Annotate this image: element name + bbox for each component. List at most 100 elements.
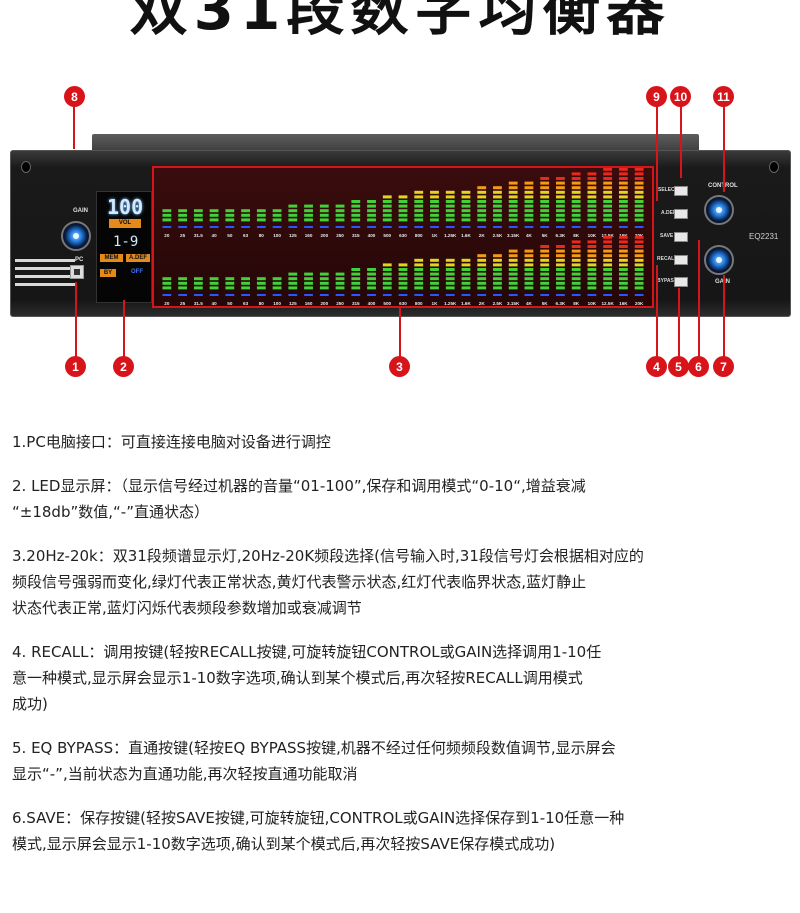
bypass-button[interactable]	[674, 277, 688, 287]
spectrum-led-segment	[603, 263, 613, 267]
frequency-tick-label: 315	[352, 301, 360, 306]
spectrum-led-segment	[634, 195, 644, 199]
spectrum-led-segment	[634, 190, 644, 194]
recall-button[interactable]	[674, 255, 688, 265]
spectrum-led-segment	[414, 281, 424, 285]
led-display: 100 VOL 1-9 MEM A.DEF BY OFF	[96, 191, 152, 303]
spectrum-led-segment	[556, 249, 565, 253]
spectrum-led-segment	[382, 272, 392, 276]
spectrum-led-segment	[351, 277, 361, 281]
marker-10: 10	[670, 86, 691, 107]
spectrum-led-segment	[414, 268, 424, 271]
spectrum-led-segment	[603, 268, 613, 271]
spectrum-led-segment	[587, 263, 597, 267]
description-line: 频段信号强弱而变化,绿灯代表正常状态,黄灯代表警示状态,红灯代表临界状态,蓝灯静…	[12, 573, 587, 591]
frequency-tick-label: 63	[243, 233, 249, 238]
spectrum-led-segment	[477, 286, 487, 290]
frequency-tick-label: 4K	[526, 301, 533, 306]
spectrum-led-segment	[556, 254, 565, 258]
spectrum-led-segment	[445, 195, 455, 199]
spectrum-led-segment	[493, 186, 502, 190]
spectrum-led-segment	[430, 286, 439, 290]
spectrum-led-segment	[193, 209, 203, 213]
spectrum-led-segment	[508, 200, 518, 203]
blue-indicator	[162, 294, 172, 296]
frequency-tick-label: 100	[273, 301, 281, 306]
spectrum-led-segment	[430, 200, 439, 203]
save-button[interactable]	[674, 232, 688, 242]
marker-9: 9	[646, 86, 667, 107]
frequency-tick-label: 12.5K	[602, 233, 615, 238]
spectrum-led-segment	[351, 272, 361, 276]
frequency-tick-label: 25	[180, 233, 186, 238]
adef-button[interactable]	[674, 209, 688, 219]
spectrum-led-segment	[209, 286, 219, 290]
spectrum-led-segment	[508, 190, 518, 194]
spectrum-led-segment	[398, 281, 408, 285]
spectrum-led-segment	[304, 218, 313, 222]
description-line: 3.20Hz-20k：双31段频谱显示灯,20Hz-20K频段选择(信号输入时,…	[12, 547, 644, 565]
blue-indicator	[634, 226, 644, 228]
blue-indicator	[556, 294, 565, 296]
usb-port-icon[interactable]	[70, 265, 84, 279]
spectrum-led-segment	[398, 286, 408, 290]
spectrum-led-segment	[351, 281, 361, 285]
spectrum-led-segment	[540, 200, 550, 203]
spectrum-led-segment	[430, 190, 439, 194]
spectrum-led-segment	[414, 218, 424, 222]
spectrum-led-segment	[540, 272, 550, 276]
spectrum-led-segment	[477, 272, 487, 276]
spectrum-led-segment	[524, 190, 534, 194]
spectrum-led-segment	[634, 249, 644, 253]
blue-indicator	[524, 226, 534, 228]
spectrum-led-segment	[634, 213, 644, 217]
spectrum-led-segment	[445, 281, 455, 285]
blue-indicator	[272, 294, 282, 296]
spectrum-led-segment	[540, 177, 550, 180]
spectrum-led-segment	[508, 249, 518, 253]
spectrum-led-segment	[256, 281, 266, 285]
spectrum-led-segment	[398, 268, 408, 271]
frequency-tick-label: 50	[227, 233, 233, 238]
blue-indicator	[272, 226, 282, 228]
gain-knob-left[interactable]	[61, 221, 91, 251]
spectrum-led-segment	[304, 204, 313, 208]
spectrum-led-segment	[193, 286, 203, 290]
spectrum-led-segment	[335, 272, 345, 276]
leader-line-6	[698, 240, 700, 358]
frequency-tick-label: 10K	[588, 301, 597, 306]
spectrum-led-segment	[445, 218, 455, 222]
gain-knob-right[interactable]	[704, 245, 734, 275]
spectrum-led-segment	[571, 268, 581, 271]
spectrum-led-segment	[618, 190, 628, 194]
control-knob[interactable]	[704, 195, 734, 225]
spectrum-led-segment	[618, 168, 628, 171]
spectrum-led-segment	[414, 190, 424, 194]
spectrum-led-segment	[477, 258, 487, 262]
frequency-tick-label: 40	[212, 301, 218, 306]
spectrum-led-segment	[634, 277, 644, 281]
spectrum-led-segment	[618, 254, 628, 258]
marker-6: 6	[688, 356, 709, 377]
spectrum-led-segment	[367, 281, 376, 285]
spectrum-led-segment	[556, 268, 565, 271]
spectrum-led-segment	[414, 213, 424, 217]
spectrum-led-segment	[603, 254, 613, 258]
spectrum-led-segment	[603, 204, 613, 208]
spectrum-led-segment	[382, 209, 392, 213]
spectrum-led-segment	[587, 281, 597, 285]
spectrum-led-segment	[524, 263, 534, 267]
blue-indicator	[461, 226, 471, 228]
spectrum-led-segment	[288, 218, 298, 222]
select-button[interactable]	[674, 186, 688, 196]
blue-indicator	[618, 226, 628, 228]
spectrum-led-segment	[493, 272, 502, 276]
description-line: 状态代表正常,蓝灯闪烁代表频段参数增加或衰减调节	[12, 599, 362, 617]
select-label: SELECT	[658, 187, 678, 193]
spectrum-led-segment	[430, 209, 439, 213]
spectrum-led-segment	[414, 209, 424, 213]
spectrum-led-segment	[493, 218, 502, 222]
spectrum-led-segment	[209, 277, 219, 281]
spectrum-led-segment	[571, 249, 581, 253]
